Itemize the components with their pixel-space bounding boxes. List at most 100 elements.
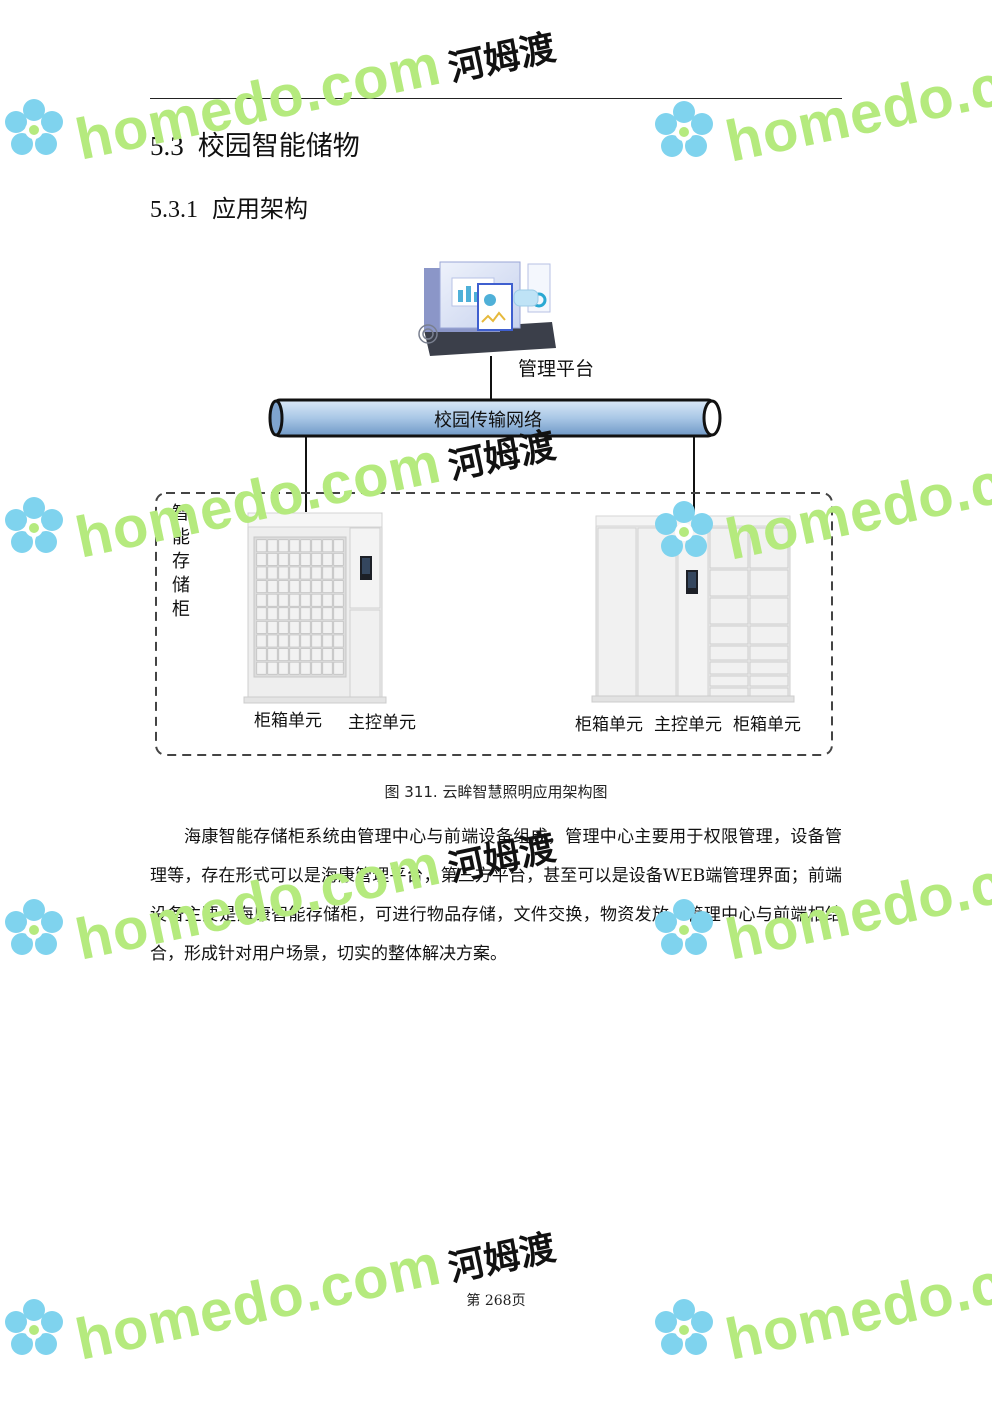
figure-caption: 图 311. 云眸智慧照明应用架构图 (384, 783, 608, 801)
locker-cell (311, 621, 322, 634)
right-cabinet (591, 515, 795, 703)
locker-cell (322, 539, 333, 553)
locker-cell (267, 566, 278, 580)
left-cabinet (243, 512, 387, 704)
locker-cell (267, 593, 278, 607)
subsection-heading: 5.3.1 应用架构 (150, 192, 308, 227)
locker-cell (289, 580, 300, 593)
locker-cell (278, 593, 289, 607)
locker-cell (322, 553, 333, 566)
locker-cell (289, 553, 300, 566)
locker-cell (300, 621, 311, 634)
locker-cell (333, 566, 344, 580)
locker-cell (333, 539, 344, 553)
locker-cell (322, 580, 333, 593)
watermark: homedo.com (720, 33, 992, 175)
section-number: 5.3 (150, 131, 184, 161)
locker-cell (256, 553, 267, 566)
locker-cell (300, 661, 311, 675)
locker-cell (300, 566, 311, 580)
right-cabinet-unit-label-1: 柜箱单元 (575, 715, 643, 735)
watermark-flower-icon (5, 99, 63, 155)
locker-cell (333, 593, 344, 607)
locker-cell (289, 539, 300, 553)
locker-cell (300, 593, 311, 607)
locker-cell (333, 607, 344, 621)
page-number: 第 268页 (466, 1293, 526, 1309)
right-cabinet-unit-label-2: 柜箱单元 (733, 715, 801, 735)
locker-cell (267, 607, 278, 621)
locker-cell (311, 661, 322, 675)
subsection-title: 应用架构 (212, 195, 308, 223)
network-label: 校园传输网络 (434, 410, 542, 431)
locker-cell (322, 566, 333, 580)
body-paragraph: 海康智能存储柜系统由管理中心与前端设备组成，管理中心主要用于权限管理，设备管理等… (150, 818, 842, 974)
locker-cell (256, 539, 267, 553)
locker-cell (256, 580, 267, 593)
locker-cell (256, 661, 267, 675)
locker-cell (289, 593, 300, 607)
locker-cell (267, 621, 278, 634)
locker-cell (311, 593, 322, 607)
left-control-unit-label: 主控单元 (348, 713, 416, 733)
locker-cell (311, 634, 322, 648)
locker-cell (311, 648, 322, 661)
locker-cell (278, 634, 289, 648)
locker-cell (322, 634, 333, 648)
locker-cell (278, 607, 289, 621)
locker-cell (256, 634, 267, 648)
locker-cell (278, 580, 289, 593)
locker-cell (278, 553, 289, 566)
subsection-number: 5.3.1 (150, 197, 198, 223)
locker-cell (311, 580, 322, 593)
watermark-flower-icon (655, 501, 713, 557)
locker-cell (311, 607, 322, 621)
locker-cell (333, 661, 344, 675)
locker-cell (278, 539, 289, 553)
locker-cell (267, 634, 278, 648)
locker-cell (322, 648, 333, 661)
group-label: 智能存储柜 (172, 503, 190, 620)
locker-cell (256, 593, 267, 607)
locker-cell (267, 539, 278, 553)
locker-cell (278, 566, 289, 580)
locker-cell (311, 566, 322, 580)
locker-cell (289, 648, 300, 661)
locker-cell (289, 634, 300, 648)
locker-cell (267, 648, 278, 661)
left-cabinet-unit-label: 柜箱单元 (254, 711, 322, 731)
locker-cell (267, 580, 278, 593)
locker-cell (333, 580, 344, 593)
locker-cell (300, 634, 311, 648)
locker-cell (289, 566, 300, 580)
locker-cell (300, 553, 311, 566)
locker-cell (333, 648, 344, 661)
locker-cell (333, 553, 344, 566)
header-rule (150, 98, 842, 99)
locker-cell (300, 648, 311, 661)
locker-cell (311, 539, 322, 553)
locker-cell (300, 580, 311, 593)
locker-cell (289, 621, 300, 634)
locker-cell (267, 661, 278, 675)
locker-cell (256, 621, 267, 634)
watermark-flower-icon (5, 899, 63, 955)
locker-cell (289, 607, 300, 621)
locker-cell (322, 607, 333, 621)
watermark-flower-icon (5, 497, 63, 553)
watermark: homedo.com (720, 431, 992, 573)
locker-cell (278, 621, 289, 634)
locker-cell (322, 621, 333, 634)
locker-cell (322, 661, 333, 675)
locker-cell (278, 661, 289, 675)
locker-cell (322, 593, 333, 607)
locker-cell (333, 621, 344, 634)
platform-label: 管理平台 (518, 358, 595, 380)
watermark-flower-icon (655, 101, 713, 157)
locker-cell (289, 661, 300, 675)
locker-cell (267, 553, 278, 566)
locker-cell (256, 648, 267, 661)
locker-cell (256, 566, 267, 580)
